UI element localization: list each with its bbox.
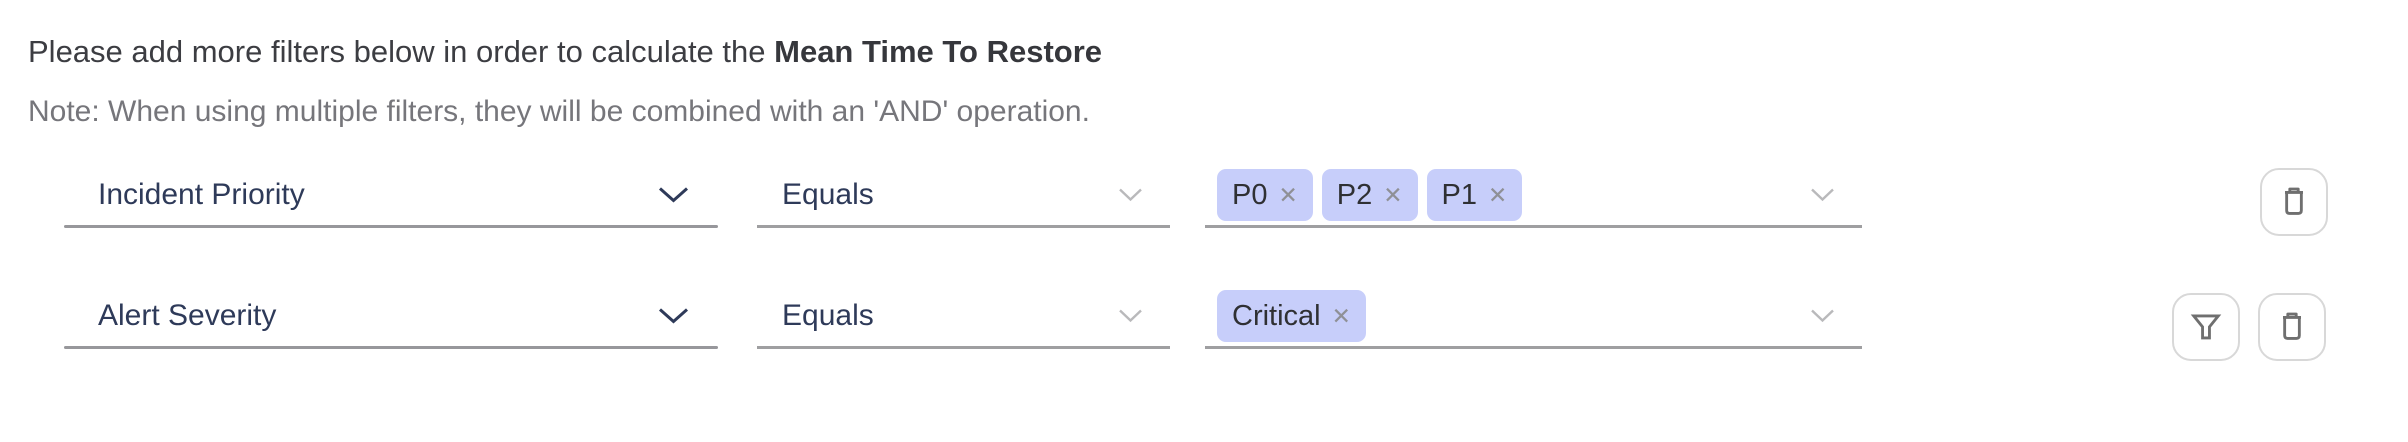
field-select-label: Alert Severity (98, 299, 277, 332)
tag-critical: Critical ✕ (1217, 290, 1366, 342)
tag-label: P0 (1232, 178, 1268, 211)
remove-tag-icon[interactable]: ✕ (1278, 181, 1298, 208)
operator-select[interactable]: Equals (757, 162, 1170, 228)
remove-tag-icon[interactable]: ✕ (1383, 181, 1403, 208)
field-underline (64, 225, 718, 228)
field-select-alert-severity[interactable]: Alert Severity (64, 283, 718, 349)
intro-text: Please add more filters below in order t… (28, 33, 1102, 71)
tag-label: Critical (1232, 299, 1321, 332)
selected-tags: Critical ✕ (1205, 290, 1366, 342)
chevron-down-icon (1810, 309, 1835, 324)
field-underline (757, 346, 1170, 349)
chevron-down-icon (1810, 188, 1835, 203)
selected-tags: P0 ✕ P2 ✕ P1 ✕ (1205, 169, 1523, 221)
trash-icon (2274, 309, 2310, 345)
tag-p1: P1 ✕ (1426, 169, 1523, 221)
delete-filter-button[interactable] (2258, 293, 2326, 361)
delete-filter-button[interactable] (2260, 168, 2328, 236)
remove-tag-icon[interactable]: ✕ (1331, 302, 1351, 329)
tag-p2: P2 ✕ (1321, 169, 1418, 221)
field-select-label: Incident Priority (98, 178, 305, 211)
operator-select-label: Equals (782, 299, 874, 332)
field-underline (757, 225, 1170, 228)
note-text: Note: When using multiple filters, they … (28, 95, 1090, 128)
operator-select-label: Equals (782, 178, 874, 211)
funnel-icon (2188, 309, 2224, 345)
tag-label: P1 (1441, 178, 1478, 211)
values-multiselect[interactable]: P0 ✕ P2 ✕ P1 ✕ (1205, 162, 1862, 228)
chevron-down-icon (1118, 309, 1143, 324)
intro-text-normal: Please add more filters below in order t… (28, 34, 775, 69)
operator-select[interactable]: Equals (757, 283, 1170, 349)
chevron-down-icon (657, 307, 690, 326)
trash-icon (2276, 184, 2312, 220)
field-underline (1205, 225, 1862, 228)
tag-p0: P0 ✕ (1217, 169, 1313, 221)
tag-label: P2 (1336, 178, 1373, 211)
field-underline (64, 346, 718, 349)
field-underline (1205, 346, 1862, 349)
chevron-down-icon (657, 186, 690, 205)
apply-filter-button[interactable] (2172, 293, 2240, 361)
chevron-down-icon (1118, 188, 1143, 203)
metric-name: Mean Time To Restore (774, 34, 1103, 69)
remove-tag-icon[interactable]: ✕ (1488, 181, 1508, 208)
field-select-incident-priority[interactable]: Incident Priority (64, 162, 718, 228)
values-multiselect[interactable]: Critical ✕ (1205, 283, 1862, 349)
